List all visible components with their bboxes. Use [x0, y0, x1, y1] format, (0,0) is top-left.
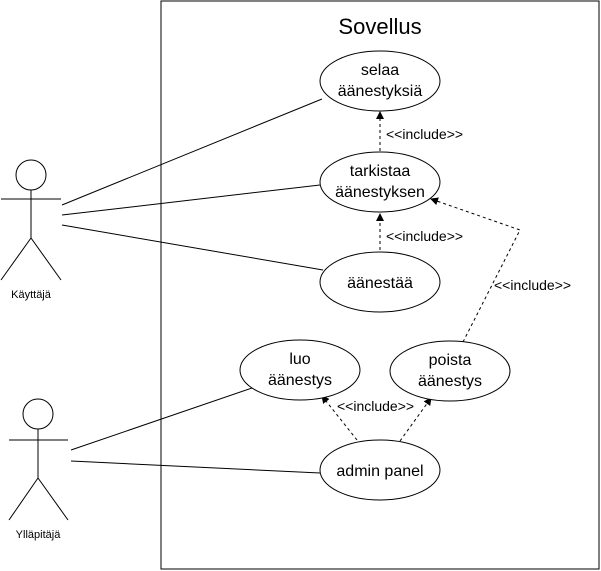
use-case-label: selaa — [361, 62, 399, 79]
include-label-2: <<include>> — [386, 228, 463, 244]
include-poista-tarkistaa — [430, 197, 521, 343]
actor-label-yllapitaja: Ylläpitäjä — [16, 529, 62, 541]
assoc-kayttaja-selaa — [61, 98, 323, 206]
use-case-tarkistaa: tarkistaa äänestyksen — [319, 151, 441, 213]
include-label-4: <<include>> — [337, 398, 414, 414]
use-case-selaa: selaa äänestyksiä — [319, 50, 441, 112]
use-case-label: äänestyksiä — [338, 83, 423, 100]
use-case-label: poista — [429, 352, 472, 369]
use-case-label: luo — [289, 351, 310, 368]
actor-yllapitaja — [8, 398, 69, 521]
use-case-label: admin panel — [336, 463, 423, 480]
associations — [61, 98, 324, 474]
include-admin-poista — [399, 397, 432, 442]
use-case-poista: poista äänestys — [389, 340, 511, 402]
use-case-label: äänestää — [347, 275, 413, 292]
assoc-kayttaja-aanestaa — [61, 224, 324, 271]
assoc-kayttaja-tarkistaa — [61, 184, 321, 216]
assoc-yllapitaja-admin — [70, 460, 321, 474]
actor-kayttaja — [0, 159, 62, 281]
use-case-luo: luo äänestys — [239, 339, 361, 401]
use-case-label: äänestyksen — [335, 184, 425, 201]
use-case-admin: admin panel — [319, 439, 441, 501]
include-label-1: <<include>> — [386, 126, 463, 142]
use-case-label: äänestys — [268, 372, 332, 389]
assoc-yllapitaja-luo — [70, 386, 256, 451]
include-label-3: <<include>> — [494, 277, 571, 293]
use-case-aanestaa: äänestää — [319, 251, 441, 313]
system-boundary — [160, 0, 600, 570]
use-case-label: tarkistaa — [350, 163, 411, 180]
use-case-label: äänestys — [418, 373, 482, 390]
system-title: Sovellus — [338, 14, 421, 39]
include-relations — [321, 111, 521, 442]
actor-label-kayttaja: Käyttäjä — [11, 289, 52, 301]
